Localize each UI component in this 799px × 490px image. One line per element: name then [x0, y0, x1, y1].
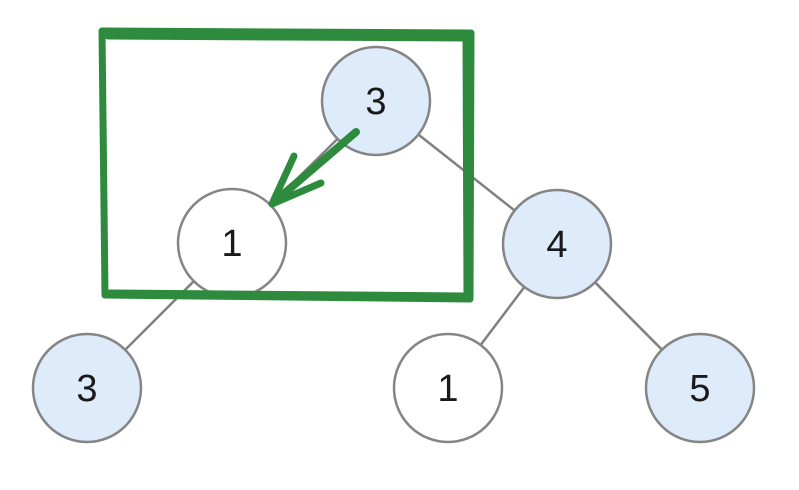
tree-node-n0: 3 — [320, 45, 432, 157]
tree-node-circle — [320, 45, 432, 157]
tree-edge-n2-n4 — [479, 286, 526, 346]
tree-node-n1: 1 — [176, 187, 288, 299]
tree-node-value: 3 — [365, 81, 386, 123]
tree-node-value: 1 — [437, 368, 458, 410]
tree-node-n5: 5 — [644, 332, 756, 444]
tree-node-n4: 1 — [392, 332, 504, 444]
tree-node-value: 4 — [546, 224, 567, 266]
hand-drawn-annotations — [98, 27, 475, 303]
arrow-annotation-head — [268, 152, 325, 208]
highlight-box-annotation — [98, 27, 475, 303]
tree-node-value: 1 — [221, 223, 242, 265]
tree-node-n2: 4 — [501, 188, 613, 300]
tree-node-circle — [392, 332, 504, 444]
tree-node-value: 5 — [689, 368, 710, 410]
tree-node-circle — [501, 188, 613, 300]
tree-edge-n2-n5 — [594, 281, 663, 351]
tree-node-circle — [644, 332, 756, 444]
tree-node-n3: 3 — [31, 332, 143, 444]
tree-node-circle — [31, 332, 143, 444]
tree-nodes: 3 1 4 3 1 5 — [31, 45, 756, 444]
arrow-annotation-shaft — [269, 128, 360, 207]
tree-node-value: 3 — [76, 368, 97, 410]
